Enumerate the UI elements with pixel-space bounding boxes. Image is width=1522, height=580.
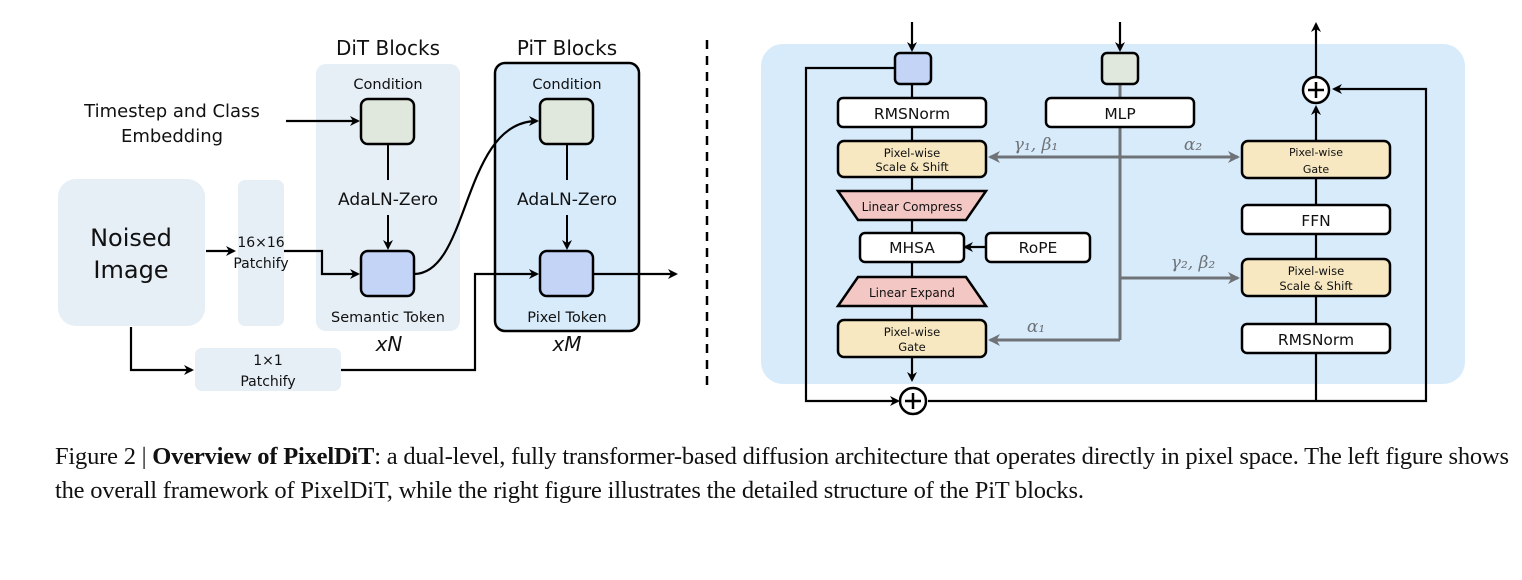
ffn-box (1240, 203, 1392, 236)
pit-condition-box (538, 97, 595, 146)
scale-shift-2-l1: Pixel-wise (1288, 264, 1344, 278)
scale-shift-2-box (1240, 257, 1392, 298)
linear-expand-label: Linear Expand (869, 286, 955, 300)
pit-repeat-label: xM (551, 332, 581, 356)
pixel-token-input-box (893, 51, 933, 86)
add-node-bottom (898, 386, 928, 416)
rmsnorm-2-label: RMSNorm (1278, 331, 1354, 349)
pixel-token-box (538, 249, 595, 298)
mhsa-box (858, 231, 966, 264)
ffn-label: FFN (1301, 212, 1330, 230)
noised-image-box (58, 179, 205, 326)
mlp-label: MLP (1104, 105, 1135, 123)
scale-shift-1-l2: Scale & Shift (875, 160, 949, 174)
timestep-label: Timestep and Class (83, 101, 260, 122)
gamma2-beta2-label: γ₂, β₂ (1171, 253, 1216, 273)
scale-shift-2-l2: Scale & Shift (1279, 279, 1353, 293)
rope-box (984, 231, 1092, 264)
dit-repeat-label: xN (375, 332, 403, 356)
gamma1-beta1-label: γ₁, β₁ (1014, 135, 1058, 155)
gate-2-l2: Gate (1303, 163, 1330, 176)
figure-caption: Figure 2 | Overview of PixelDiT: a dual-… (55, 440, 1515, 508)
overall-framework: DiT Blocks PiT Blocks Timestep and Class… (58, 36, 678, 391)
semantic-token-box (359, 249, 416, 298)
gate-2-box (1240, 139, 1392, 180)
left-arrows (129, 116, 678, 375)
linear-compress-label: Linear Compress (862, 200, 963, 214)
mlp-box (1044, 96, 1196, 129)
linear-expand-shape (835, 275, 989, 308)
rmsnorm-1-box (836, 96, 988, 129)
pit-blocks-panel (493, 61, 641, 333)
alpha1-label: α₁ (1027, 317, 1045, 337)
gate-1-l2: Gate (898, 340, 926, 354)
caption-body: : a dual-level, fully transformer-based … (55, 443, 1509, 504)
dit-condition-box (359, 97, 416, 146)
gate-1-l1: Pixel-wise (884, 325, 940, 339)
embedding-label: Embedding (121, 126, 223, 147)
scale-shift-1-l1: Pixel-wise (884, 146, 940, 160)
patchify-1-box (195, 348, 341, 391)
semantic-token-label: Semantic Token (331, 310, 445, 326)
gate-1-box (836, 318, 988, 359)
mhsa-label: MHSA (889, 239, 935, 257)
pit-adaln-label: AdaLN-Zero (517, 190, 617, 210)
rmsnorm-1-label: RMSNorm (874, 105, 950, 123)
gate-2-l1: Pixel-wise (1289, 146, 1343, 159)
patchify-16-box (238, 180, 284, 326)
dit-blocks-title: DiT Blocks (336, 36, 440, 60)
scale-shift-1-box (836, 139, 988, 179)
pit-block-detail: RMSNorm Pixel-wise Scale & Shift Linear … (761, 22, 1465, 416)
modulation-arrows (988, 84, 1240, 346)
patchify-16-size: 16×16 (237, 235, 284, 251)
alpha2-label: α₂ (1184, 135, 1202, 155)
noised-label: Noised (90, 224, 172, 252)
rmsnorm-2-box (1240, 322, 1392, 355)
pit-condition-label: Condition (532, 77, 601, 93)
caption-title: Overview of PixelDiT (152, 443, 375, 470)
dit-condition-label: Condition (353, 77, 422, 93)
pixel-token-label: Pixel Token (527, 310, 606, 326)
pit-blocks-title: PiT Blocks (517, 36, 617, 60)
pixeldit-diagram: DiT Blocks PiT Blocks Timestep and Class… (58, 22, 1465, 416)
patchify-16-label: Patchify (233, 256, 288, 272)
add-node-top (1301, 75, 1331, 105)
dit-adaln-label: AdaLN-Zero (338, 190, 438, 210)
condition-input-box (1100, 51, 1140, 86)
rope-label: RoPE (1019, 239, 1058, 257)
patchify-1-label: Patchify (240, 374, 295, 390)
dit-blocks-panel (316, 64, 460, 331)
linear-compress-shape (835, 189, 989, 222)
patchify-1-size: 1×1 (253, 353, 283, 369)
image-label: Image (93, 256, 168, 284)
caption-prefix: Figure 2 | (55, 443, 153, 470)
